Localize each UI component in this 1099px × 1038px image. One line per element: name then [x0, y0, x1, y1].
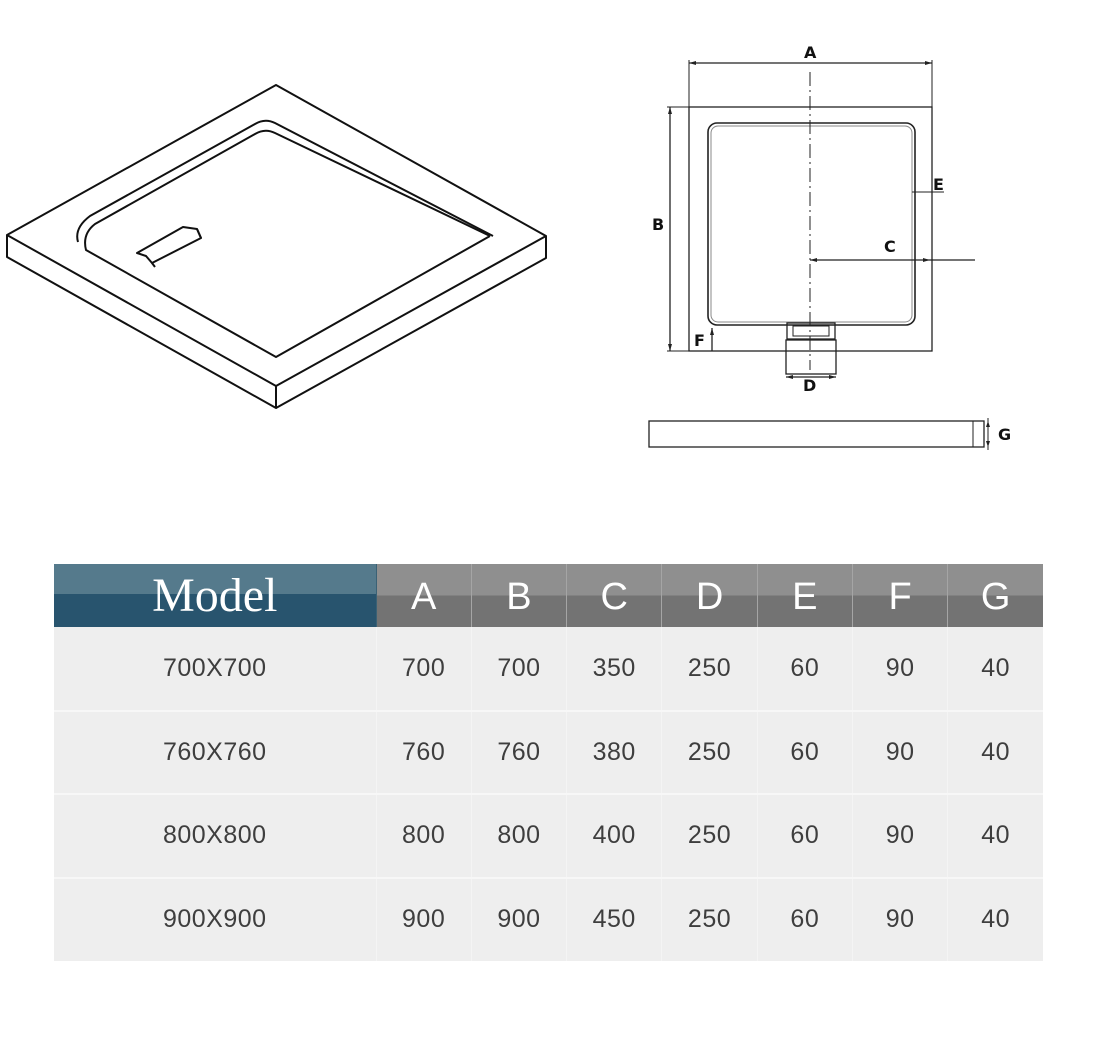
cell-c: 450 — [566, 876, 662, 961]
dim-label-g: G — [998, 425, 1011, 444]
table-row: 900X900 900 900 450 250 60 90 40 — [54, 876, 1044, 961]
cell-f: 90 — [851, 793, 948, 878]
cell-a: 700 — [375, 627, 472, 711]
isometric-tray-drawing — [6, 84, 547, 409]
cell-d: 250 — [661, 793, 758, 878]
cell-d: 250 — [661, 876, 758, 961]
cell-b: 800 — [470, 793, 567, 878]
header-model: Model — [54, 564, 377, 627]
cell-a: 900 — [375, 876, 472, 961]
cell-b: 760 — [470, 709, 567, 794]
cell-f: 90 — [851, 709, 948, 794]
cell-f: 90 — [851, 876, 948, 961]
dim-label-f: F — [694, 331, 705, 350]
table-header-row: Model A B C D E F G — [54, 564, 1044, 627]
cell-e: 60 — [756, 709, 853, 794]
plan-view-drawing: A B C D E F G — [648, 43, 1011, 450]
header-f: F — [851, 564, 948, 627]
cell-g: 40 — [947, 709, 1044, 794]
cell-model: 760X760 — [54, 709, 376, 794]
cell-g: 40 — [947, 876, 1044, 961]
header-d: D — [661, 564, 758, 627]
header-e: E — [756, 564, 853, 627]
cell-b: 900 — [470, 876, 567, 961]
header-c: C — [566, 564, 662, 627]
header-a: A — [375, 564, 472, 627]
cell-e: 60 — [756, 793, 853, 878]
cell-a: 760 — [375, 709, 472, 794]
cell-e: 60 — [756, 627, 853, 711]
cell-f: 90 — [851, 627, 948, 711]
cell-model: 800X800 — [54, 793, 376, 878]
cell-c: 350 — [566, 627, 662, 711]
dimensions-table: Model A B C D E F G 700X700 700 700 350 … — [54, 564, 1044, 961]
table-row: 800X800 800 800 400 250 60 90 40 — [54, 793, 1044, 878]
dim-label-b: B — [652, 215, 664, 234]
dim-label-e: E — [933, 175, 944, 194]
cell-g: 40 — [947, 627, 1044, 711]
cell-e: 60 — [756, 876, 853, 961]
cell-model: 700X700 — [54, 627, 376, 711]
header-g: G — [947, 564, 1044, 627]
cell-c: 380 — [566, 709, 662, 794]
cell-model: 900X900 — [54, 876, 376, 961]
cell-d: 250 — [661, 627, 758, 711]
table-row: 700X700 700 700 350 250 60 90 40 — [54, 627, 1044, 711]
dim-label-d: D — [803, 376, 816, 395]
cell-g: 40 — [947, 793, 1044, 878]
cell-c: 400 — [566, 793, 662, 878]
cell-b: 700 — [470, 627, 567, 711]
cell-a: 800 — [375, 793, 472, 878]
table-row: 760X760 760 760 380 250 60 90 40 — [54, 709, 1044, 794]
dim-label-a: A — [804, 43, 817, 62]
cell-d: 250 — [661, 709, 758, 794]
header-b: B — [470, 564, 567, 627]
dim-label-c: C — [884, 237, 896, 256]
